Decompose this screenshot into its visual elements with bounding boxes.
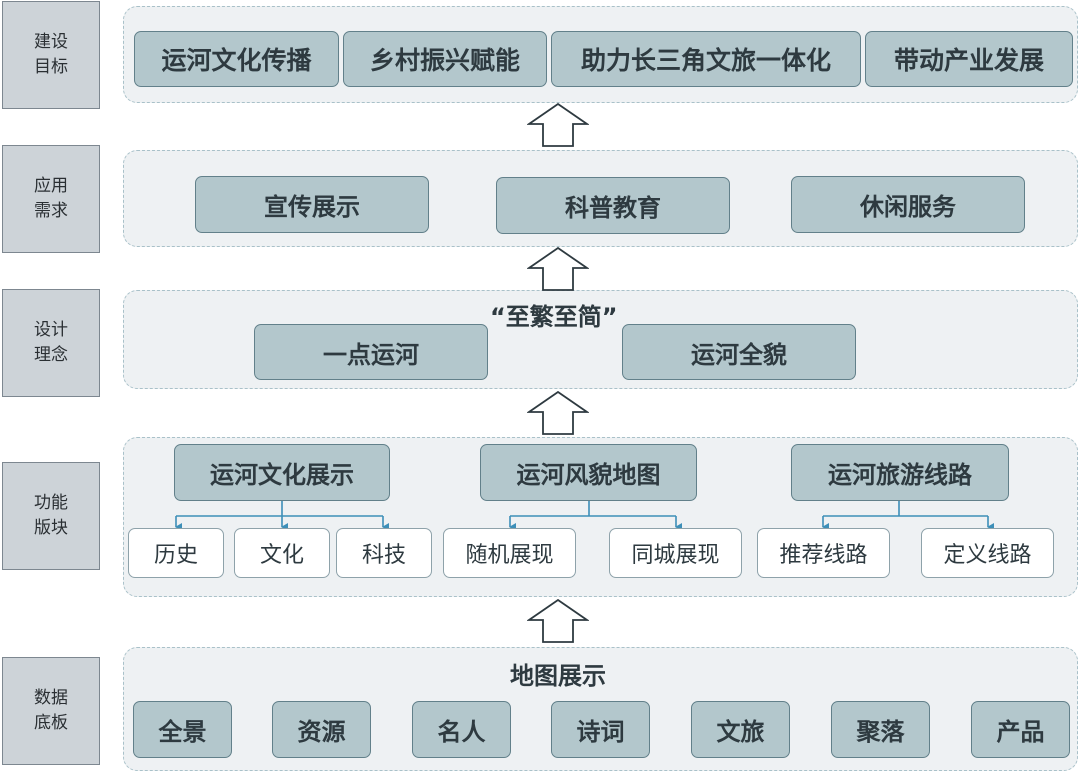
goal-box-yangtze: 助力长三角文旅一体化 — [551, 31, 861, 87]
up-arrow-icon — [527, 599, 589, 643]
row-label-design: 设计 理念 — [2, 289, 100, 397]
data-box-celebrities: 名人 — [412, 701, 511, 758]
data-box-tourism: 文旅 — [691, 701, 790, 758]
row-label-goals: 建设 目标 — [2, 1, 100, 109]
sub-box-tech: 科技 — [336, 528, 432, 578]
row-label-needs: 应用 需求 — [2, 145, 100, 253]
need-box-leisure: 休闲服务 — [791, 176, 1025, 233]
sub-box-samecity: 同城展现 — [609, 528, 742, 578]
design-box-panorama: 运河全貌 — [622, 324, 856, 380]
sub-box-culture: 文化 — [234, 528, 330, 578]
need-box-education: 科普教育 — [496, 177, 730, 234]
design-title: “至繁至简” — [490, 303, 618, 331]
data-box-panorama: 全景 — [133, 701, 232, 758]
data-box-poetry: 诗词 — [551, 701, 650, 758]
goal-box-rural: 乡村振兴赋能 — [343, 31, 547, 87]
row-label-data: 数据 底板 — [2, 657, 100, 765]
up-arrow-icon — [527, 247, 589, 291]
data-box-resources: 资源 — [272, 701, 371, 758]
sub-box-recommended: 推荐线路 — [757, 528, 890, 578]
sub-box-custom: 定义线路 — [921, 528, 1054, 578]
up-arrow-icon — [527, 103, 589, 147]
need-box-promotion: 宣传展示 — [195, 176, 429, 233]
sub-box-random: 随机展现 — [443, 528, 576, 578]
up-arrow-icon — [527, 391, 589, 435]
data-box-settlements: 聚落 — [831, 701, 930, 758]
module-box-culture-display: 运河文化展示 — [174, 444, 390, 501]
goal-box-culture: 运河文化传播 — [134, 31, 339, 87]
goal-box-industry: 带动产业发展 — [865, 31, 1073, 87]
sub-box-history: 历史 — [128, 528, 224, 578]
data-box-products: 产品 — [971, 701, 1070, 758]
module-box-travel-route: 运河旅游线路 — [791, 444, 1009, 501]
data-title: 地图展示 — [510, 662, 606, 690]
design-box-point: 一点运河 — [254, 324, 488, 380]
row-label-modules: 功能 版块 — [2, 462, 100, 570]
module-box-scenery-map: 运河风貌地图 — [480, 444, 697, 501]
